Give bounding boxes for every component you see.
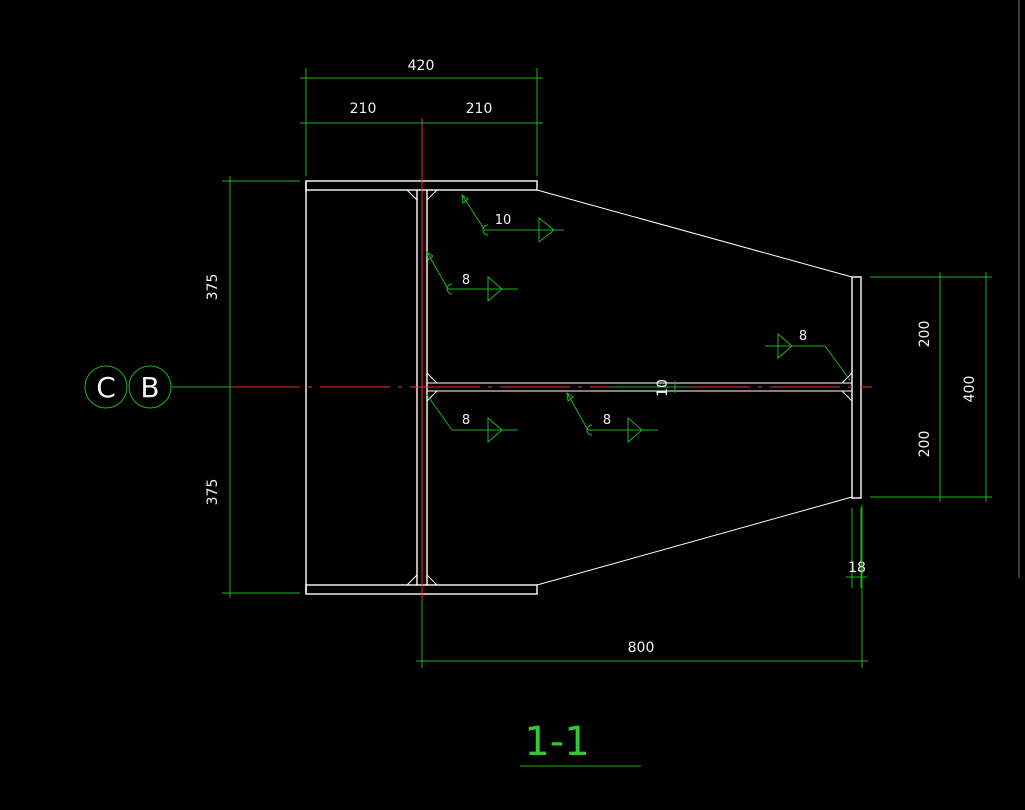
dim-right-lower-text: 200 xyxy=(917,431,933,458)
dimension-top-split: 210 210 xyxy=(300,101,543,124)
weld-lower-stiffener-text: 8 xyxy=(462,413,470,428)
axis-markers: C B xyxy=(84,365,230,409)
dim-top-total-text: 420 xyxy=(408,58,435,74)
weld-end-plate-text: 8 xyxy=(799,329,807,344)
section-title-text: 1-1 xyxy=(524,719,589,765)
axis-bubble-b xyxy=(128,365,172,409)
dim-left-upper-text: 375 xyxy=(205,274,221,301)
dimension-plate-thickness: 18 xyxy=(846,508,867,588)
dimension-left: 375 375 xyxy=(205,176,300,598)
dim-right-total-text: 400 xyxy=(962,376,978,403)
dimension-top-total: 420 xyxy=(300,58,543,176)
axis-label-c: C xyxy=(96,371,116,404)
dimension-right: 200 200 400 xyxy=(870,272,992,502)
weld-symbol-upper-stiffener: 8 xyxy=(426,250,518,303)
weld-symbol-web: 8 xyxy=(566,391,658,444)
weld-symbol-end-plate: 8 xyxy=(765,329,851,381)
dim-top-right-text: 210 xyxy=(466,101,493,117)
dim-web-thickness-text: 10 xyxy=(655,379,671,397)
dimension-length: 800 xyxy=(416,505,868,668)
axis-label-b: B xyxy=(140,371,159,404)
axis-bubble-c xyxy=(84,365,128,409)
dim-left-lower-text: 375 xyxy=(205,479,221,506)
center-lines xyxy=(230,118,872,650)
weld-upper-stiffener-text: 8 xyxy=(462,273,470,288)
weld-symbol-lower-stiffener: 8 xyxy=(426,394,518,444)
weld-web-text: 8 xyxy=(603,413,611,428)
weld-top-flange-text: 10 xyxy=(495,213,512,228)
dimension-web-thickness: 10 xyxy=(610,379,690,397)
dim-length-text: 800 xyxy=(628,640,655,656)
weld-symbol-top-flange: 10 xyxy=(461,193,564,244)
section-title: 1-1 xyxy=(520,719,641,767)
dim-right-upper-text: 200 xyxy=(917,321,933,348)
dim-top-left-text: 210 xyxy=(350,101,377,117)
dim-plate-thickness-text: 18 xyxy=(848,560,866,576)
